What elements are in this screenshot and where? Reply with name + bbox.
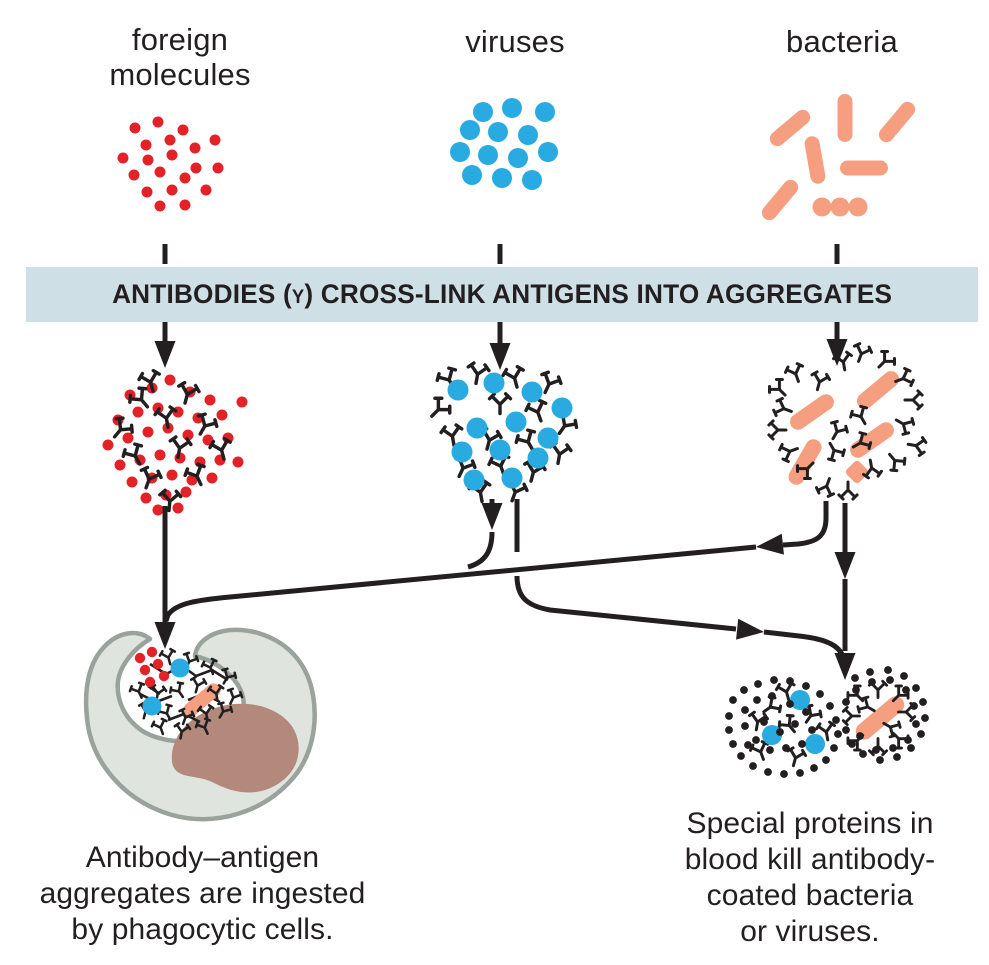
arrow-virus-aggregate-to-phagocyte-branch	[467, 499, 503, 570]
arrow-red-aggregate-to-phagocyte	[154, 506, 176, 649]
complement-bacteria-subcluster	[841, 666, 929, 764]
virus-cluster	[450, 98, 558, 190]
banner-text-post: ) CROSS-LINK ANTIGENS INTO AGGREGATES	[304, 279, 893, 309]
aggregate-red-antigens	[102, 368, 248, 516]
arrow-bacteria-aggregate-to-phagocyte-branch	[163, 501, 829, 622]
caption-phagocytosis: Antibody–antigen aggregates are ingested…	[39, 841, 366, 946]
bacteria-cluster	[761, 94, 916, 221]
arrow-banner-to-red-aggregate	[154, 322, 176, 368]
phagocytic-cell	[83, 627, 317, 822]
arrow-virus-aggregate-to-complement-branch	[514, 499, 847, 662]
arrow-banner-to-virus-aggregate	[489, 322, 511, 370]
aggregate-viruses	[430, 361, 579, 504]
caption-complement: Special proteins in blood kill antibody-…	[684, 807, 936, 948]
label-viruses: viruses	[465, 24, 565, 59]
label-bacteria: bacteria	[786, 24, 898, 59]
foreign-molecules-cluster	[117, 116, 224, 212]
antibody-y-glyph: Y	[291, 287, 305, 308]
label-foreign-molecules: foreign molecules	[109, 22, 251, 92]
column-connector-dashes	[162, 244, 840, 264]
banner-text-pre: ANTIBODIES (	[111, 279, 292, 309]
ingested-aggregate	[128, 646, 244, 740]
banner-text: ANTIBODIES (Y) CROSS-LINK ANTIGENS INTO …	[112, 279, 892, 310]
banner-antibodies-crosslink: ANTIBODIES (Y) CROSS-LINK ANTIGENS INTO …	[26, 267, 978, 322]
complement-virus-subcluster	[725, 676, 842, 778]
aggregate-bacteria	[767, 342, 928, 501]
arrow-bacteria-aggregate-to-complement	[834, 503, 856, 680]
